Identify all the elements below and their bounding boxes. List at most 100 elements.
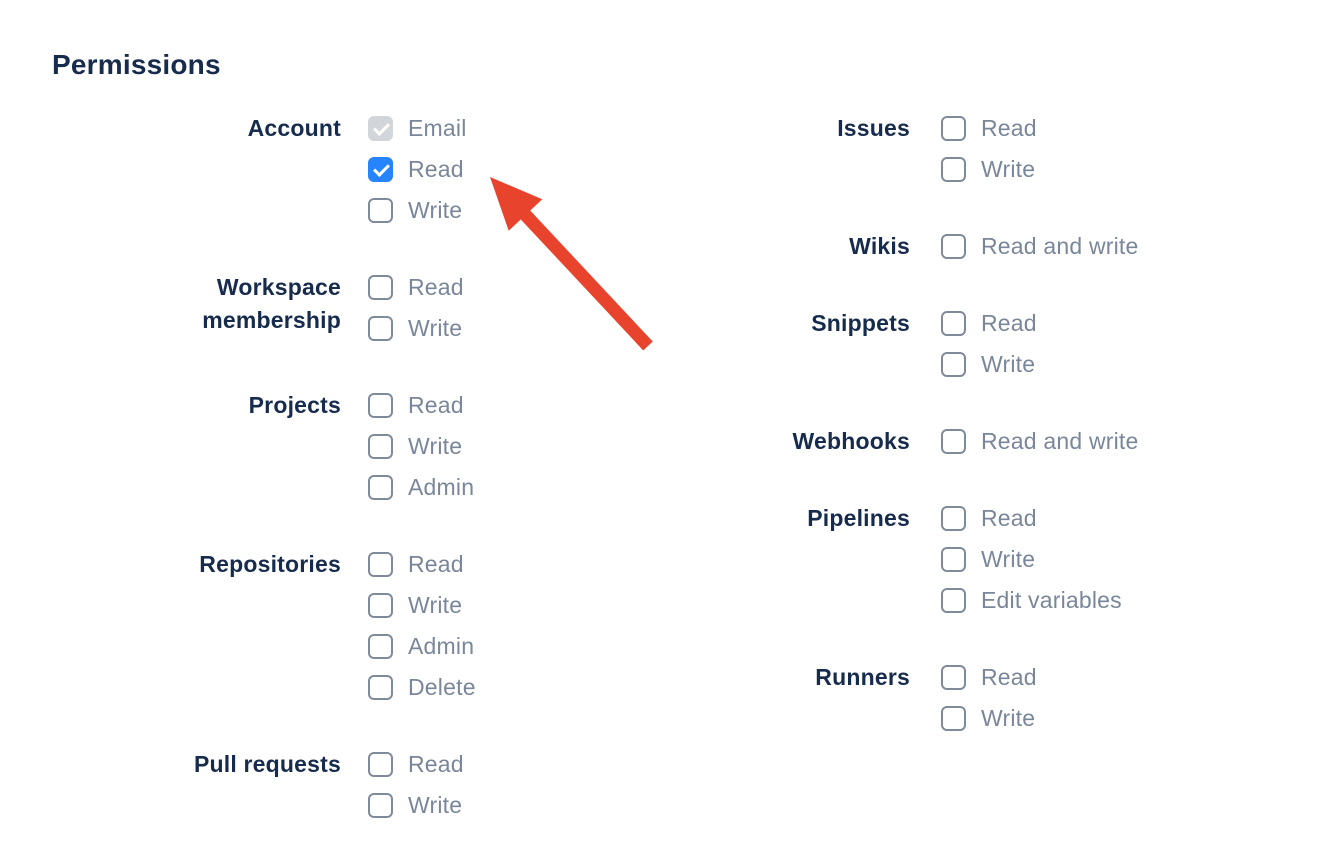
permission-option-issues-write[interactable]: Write [941,149,1037,190]
checkbox-pipelines-read[interactable] [941,506,966,531]
option-label: Write [408,433,463,459]
permission-group-label: Wikis [849,233,910,259]
checkbox-projects-admin[interactable] [368,475,393,500]
option-label: Read [981,505,1037,531]
checkbox-wikis-read-and-write[interactable] [941,234,966,259]
permission-option-account-read[interactable]: Read [368,149,467,190]
option-label: Read [408,392,464,418]
checkbox-projects-write[interactable] [368,434,393,459]
checkbox-repositories-read[interactable] [368,552,393,577]
permission-option-repositories-delete[interactable]: Delete [368,667,476,708]
checkbox-snippets-read[interactable] [941,311,966,336]
option-label: Write [981,705,1036,731]
permission-option-repositories-write[interactable]: Write [368,585,476,626]
option-label: Write [408,197,463,223]
checkbox-repositories-delete[interactable] [368,675,393,700]
option-label: Read [408,551,464,577]
permission-option-snippets-write[interactable]: Write [941,344,1037,385]
permission-option-runners-read[interactable]: Read [941,657,1037,698]
permission-group-label: Account [247,115,341,141]
checkbox-workspace-membership-write[interactable] [368,316,393,341]
checkbox-account-email [368,116,393,141]
permission-option-account-write[interactable]: Write [368,190,467,231]
permission-group-options: Read and write [941,226,1139,267]
option-label: Email [408,115,467,141]
permission-group-label: Pull requests [193,751,341,777]
option-label: Write [981,546,1036,572]
option-label: Read [981,115,1037,141]
permission-option-snippets-read[interactable]: Read [941,303,1037,344]
option-label: Write [408,315,463,341]
permission-option-runners-write[interactable]: Write [941,698,1037,739]
option-label: Read [981,310,1037,336]
permission-group-label: Snippets [811,310,910,336]
checkbox-pull-requests-write[interactable] [368,793,393,818]
permission-option-repositories-read[interactable]: Read [368,544,476,585]
permission-option-wikis-read-and-write[interactable]: Read and write [941,226,1139,267]
option-label: Admin [408,633,475,659]
permission-option-account-email: Email [368,108,467,149]
checkbox-projects-read[interactable] [368,393,393,418]
checkbox-workspace-membership-read[interactable] [368,275,393,300]
permission-option-webhooks-read-and-write[interactable]: Read and write [941,421,1139,462]
option-label: Write [981,351,1036,377]
permission-option-issues-read[interactable]: Read [941,108,1037,149]
option-label: Read [408,156,464,182]
permission-option-pull-requests-read[interactable]: Read [368,744,464,785]
permission-option-workspace-membership-write[interactable]: Write [368,308,464,349]
permission-option-workspace-membership-read[interactable]: Read [368,267,464,308]
permission-option-pipelines-edit-variables[interactable]: Edit variables [941,580,1122,621]
permission-option-projects-read[interactable]: Read [368,385,474,426]
checkbox-issues-write[interactable] [941,157,966,182]
arrow-shaft [515,204,653,351]
checkbox-account-read[interactable] [368,157,393,182]
permission-group-webhooks: Webhooks Read and write [760,421,1139,462]
permission-group-label: Projects [248,392,341,418]
option-label: Edit variables [981,587,1122,613]
checkbox-runners-write[interactable] [941,706,966,731]
checkbox-account-write[interactable] [368,198,393,223]
option-label: Write [408,592,463,618]
option-label: Write [408,792,463,818]
checkbox-snippets-write[interactable] [941,352,966,377]
option-label: Read and write [981,428,1139,454]
checkbox-webhooks-read-and-write[interactable] [941,429,966,454]
permission-option-repositories-admin[interactable]: Admin [368,626,476,667]
permission-group-options: Read and write [941,421,1139,462]
permission-group-label: Repositories [199,551,341,577]
arrow-head-icon [490,177,543,231]
checkbox-pull-requests-read[interactable] [368,752,393,777]
checkbox-pipelines-edit-variables[interactable] [941,588,966,613]
permission-option-pipelines-write[interactable]: Write [941,539,1122,580]
permission-group-label: Issues [837,115,910,141]
checkbox-repositories-admin[interactable] [368,634,393,659]
permission-option-pull-requests-write[interactable]: Write [368,785,464,826]
checkbox-runners-read[interactable] [941,665,966,690]
checkbox-pipelines-write[interactable] [941,547,966,572]
checkbox-issues-read[interactable] [941,116,966,141]
option-label: Delete [408,674,476,700]
permission-option-projects-write[interactable]: Write [368,426,474,467]
permission-group-wikis: Wikis Read and write [760,226,1139,267]
option-label: Admin [408,474,475,500]
permission-group-label: Webhooks [792,428,910,454]
checkbox-repositories-write[interactable] [368,593,393,618]
page-title: Permissions [52,49,221,80]
permission-option-projects-admin[interactable]: Admin [368,467,474,508]
option-label: Read [981,664,1037,690]
permission-option-pipelines-read[interactable]: Read [941,498,1122,539]
permission-group-label: Workspace membership [202,274,341,333]
